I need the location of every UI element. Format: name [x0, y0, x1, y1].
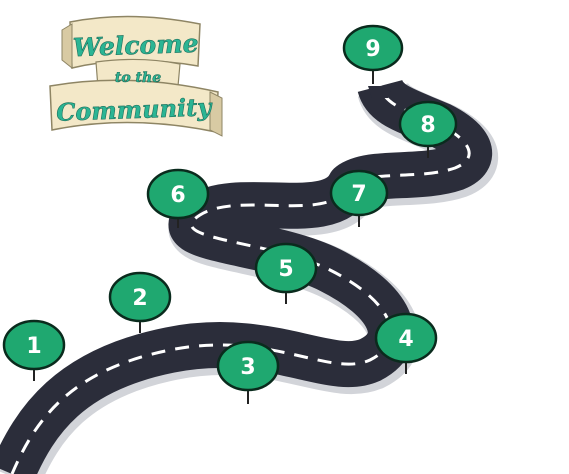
milestone-7-label: 7 — [351, 182, 366, 207]
milestone-5-label: 5 — [278, 257, 293, 282]
milestone-6: 6 — [146, 168, 210, 228]
winding-road — [0, 77, 498, 474]
milestone-2-label: 2 — [132, 286, 147, 311]
milestone-6-label: 6 — [170, 183, 185, 208]
banner-ribbon-bottom-fold — [209, 91, 223, 137]
milestone-8-label: 8 — [420, 113, 435, 138]
milestone-7: 7 — [329, 169, 389, 227]
milestone-2-sign — [108, 271, 172, 323]
milestone-9-label: 9 — [365, 37, 380, 62]
milestone-9-sign — [342, 24, 404, 72]
milestone-3: 3 — [216, 340, 280, 404]
milestone-1-label: 1 — [26, 334, 41, 359]
milestone-6-sign — [146, 168, 210, 220]
milestone-8-sign — [398, 100, 458, 148]
milestone-4: 4 — [374, 312, 438, 374]
milestone-1: 1 — [2, 319, 66, 381]
banner-line-3: Community — [56, 92, 214, 126]
banner-line-1: Welcome — [72, 29, 199, 62]
milestone-7-sign — [329, 169, 389, 217]
welcome-banner: Welcome to the Community — [49, 15, 223, 137]
milestone-1-sign — [2, 319, 66, 371]
banner-line-2: to the — [115, 70, 161, 86]
milestone-5-sign — [254, 242, 318, 294]
road-lane-marking — [10, 85, 471, 474]
road-far-end — [368, 86, 392, 98]
banner-ribbon-top-fold — [61, 23, 73, 70]
milestone-3-sign — [216, 340, 280, 392]
milestone-9: 9 — [342, 24, 404, 84]
milestone-4-sign — [374, 312, 438, 364]
milestone-2: 2 — [108, 271, 172, 333]
milestone-5: 5 — [254, 242, 318, 304]
road-shadow — [0, 80, 498, 474]
milestone-4-label: 4 — [398, 327, 413, 352]
milestone-3-label: 3 — [240, 355, 255, 380]
milestone-8: 8 — [398, 100, 458, 158]
